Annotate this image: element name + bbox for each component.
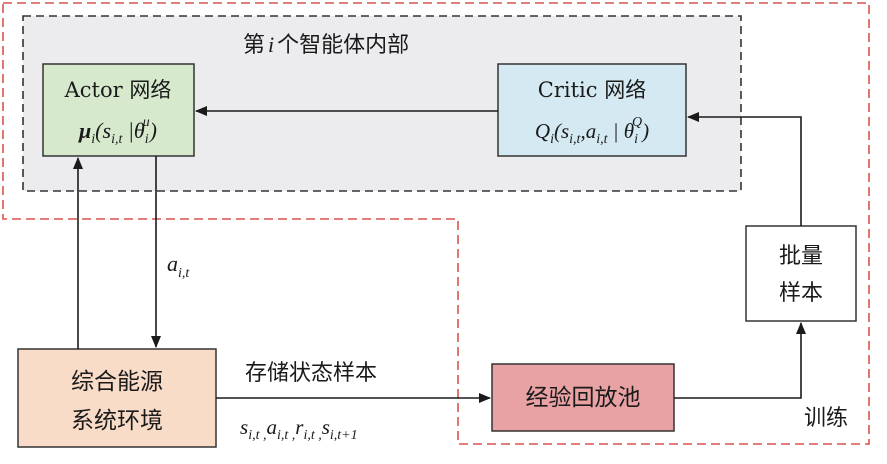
critic-formula-param-sup: Q xyxy=(632,115,642,130)
environment-line2: 系统环境 xyxy=(71,408,163,434)
transition-sub-1: i,t , xyxy=(277,428,295,443)
actor-network-title: Actor 网络 xyxy=(64,78,172,102)
actor-formula-fn: μ xyxy=(78,118,91,143)
training-label: 训练 xyxy=(804,406,848,431)
critic-network-title: Critic 网络 xyxy=(538,78,646,102)
transition-sub-0: i,t , xyxy=(248,428,266,443)
action-var: a xyxy=(167,251,178,276)
critic-formula-close: ) xyxy=(641,119,649,143)
actor-formula-bar: |θ xyxy=(122,118,145,143)
environment-line1: 综合能源 xyxy=(71,369,163,395)
action-sub: i,t xyxy=(178,266,190,281)
transition-var-3: s xyxy=(322,415,330,439)
critic-formula-arg1: (s xyxy=(554,119,569,143)
actor-formula-arg-sub: i,t xyxy=(111,132,123,147)
transition-sub-3: i,t+1 xyxy=(330,428,358,443)
agent-title-var: i xyxy=(268,32,274,57)
action-label: ai,t xyxy=(167,251,190,281)
batch-to-critic-arrow xyxy=(687,112,802,226)
transition-sub-2: i,t , xyxy=(303,428,321,443)
replay-pool-label: 经验回放池 xyxy=(526,385,641,411)
actor-network-box xyxy=(42,63,195,157)
environment-box xyxy=(17,348,217,448)
transition-var-1: a xyxy=(266,415,277,439)
actor-formula-close: ) xyxy=(148,118,157,143)
agent-title-prefix: 第 xyxy=(243,33,265,58)
store-samples-label: 存储状态样本 xyxy=(245,361,377,386)
transition-var-0: s xyxy=(240,415,248,439)
actor-formula-sub: i xyxy=(91,132,95,147)
transition-tuple: si,t ,ai,t ,ri,t ,si,t+1 xyxy=(240,415,358,443)
batch-sample-box xyxy=(745,225,857,322)
actor-formula-arg: (s xyxy=(95,118,111,143)
critic-formula-comma: ,a xyxy=(580,119,596,143)
replay-to-batch-arrow xyxy=(674,322,806,399)
critic-formula-param-sub: i xyxy=(634,132,638,147)
replay-pool-box xyxy=(491,363,675,432)
batch-sample-line2: 样本 xyxy=(779,281,823,306)
actor-formula-param-sup: μ xyxy=(142,115,150,130)
actor-formula: μi(si,t |θiμ) xyxy=(78,115,157,147)
critic-formula-bar: | θ xyxy=(607,119,634,143)
critic-formula-sub: i xyxy=(550,132,554,147)
critic-formula-arg2-sub: i,t xyxy=(596,132,608,147)
batch-sample-line1: 批量 xyxy=(779,244,823,269)
critic-formula: Qi(si,t,ai,t | θiQ) xyxy=(535,115,649,147)
agent-title-suffix: 个智能体内部 xyxy=(277,33,409,58)
critic-formula-arg1-sub: i,t xyxy=(569,132,581,147)
transition-var-2: r xyxy=(295,415,304,439)
actor-formula-param-sub: i xyxy=(145,132,149,147)
training-region-border xyxy=(2,2,870,445)
critic-formula-fn: Q xyxy=(535,119,550,143)
critic-network-box xyxy=(497,63,687,157)
